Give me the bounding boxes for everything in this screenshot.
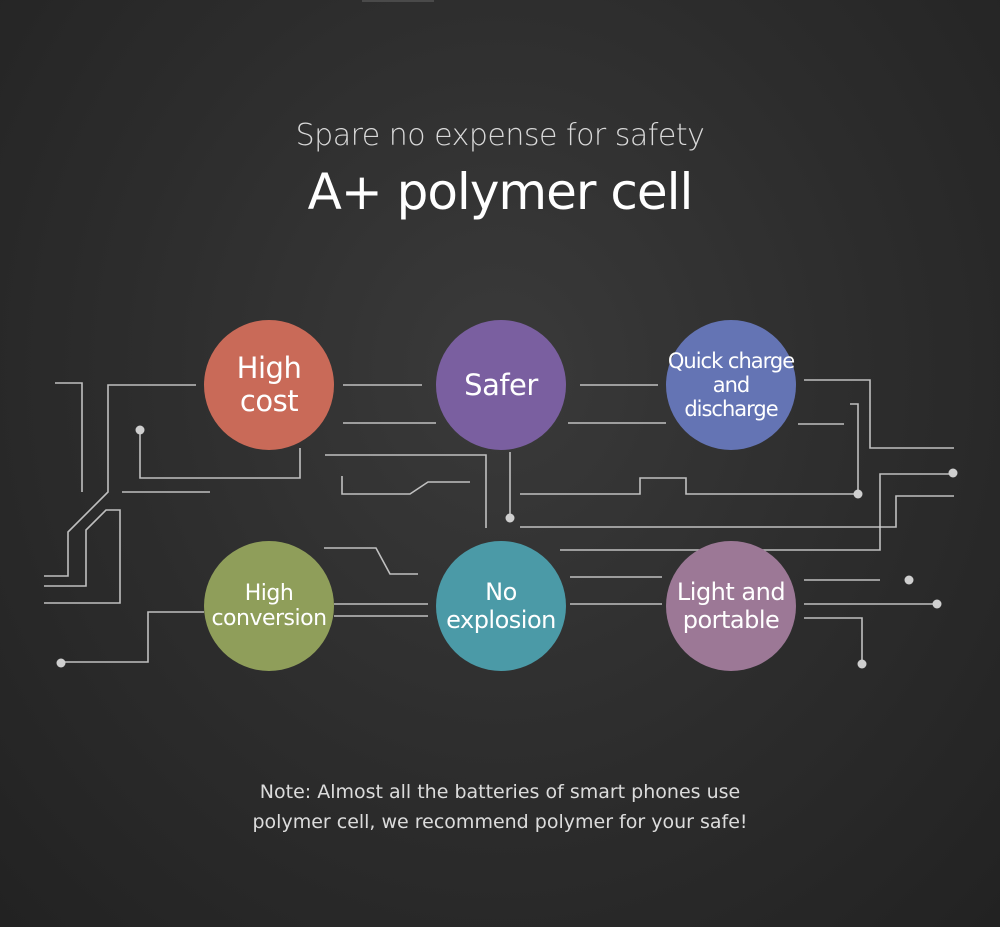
- page-subtitle: Spare no expense for safety: [295, 118, 705, 153]
- feature-label: explosion: [446, 606, 556, 634]
- feature-no-explosion: No explosion: [436, 541, 566, 671]
- feature-label: and: [712, 373, 751, 397]
- feature-high-conversion: High conversion: [204, 541, 334, 671]
- note-line: polymer cell, we recommend polymer for y…: [252, 811, 748, 833]
- note-text: Note: Almost all the batteries of smart …: [0, 777, 1000, 837]
- top-divider: [362, 0, 434, 2]
- feature-label: Quick charge: [667, 349, 795, 373]
- page-title: A+ polymer cell: [307, 163, 694, 221]
- feature-label: conversion: [211, 606, 327, 631]
- feature-safer: Safer: [436, 320, 566, 450]
- note-line: Note: Almost all the batteries of smart …: [259, 781, 741, 803]
- feature-label: Safer: [464, 367, 538, 402]
- feature-quick-charge: Quick charge and discharge: [666, 320, 796, 450]
- feature-label: portable: [682, 606, 780, 634]
- feature-high-cost: High cost: [204, 320, 334, 450]
- feature-label: discharge: [684, 397, 778, 421]
- feature-light-portable: Light and portable: [666, 541, 796, 671]
- feature-label: High: [244, 581, 294, 606]
- feature-label: High: [236, 351, 302, 385]
- feature-label: Light and: [676, 578, 786, 606]
- feature-label: cost: [239, 384, 299, 418]
- feature-label: No: [485, 578, 517, 606]
